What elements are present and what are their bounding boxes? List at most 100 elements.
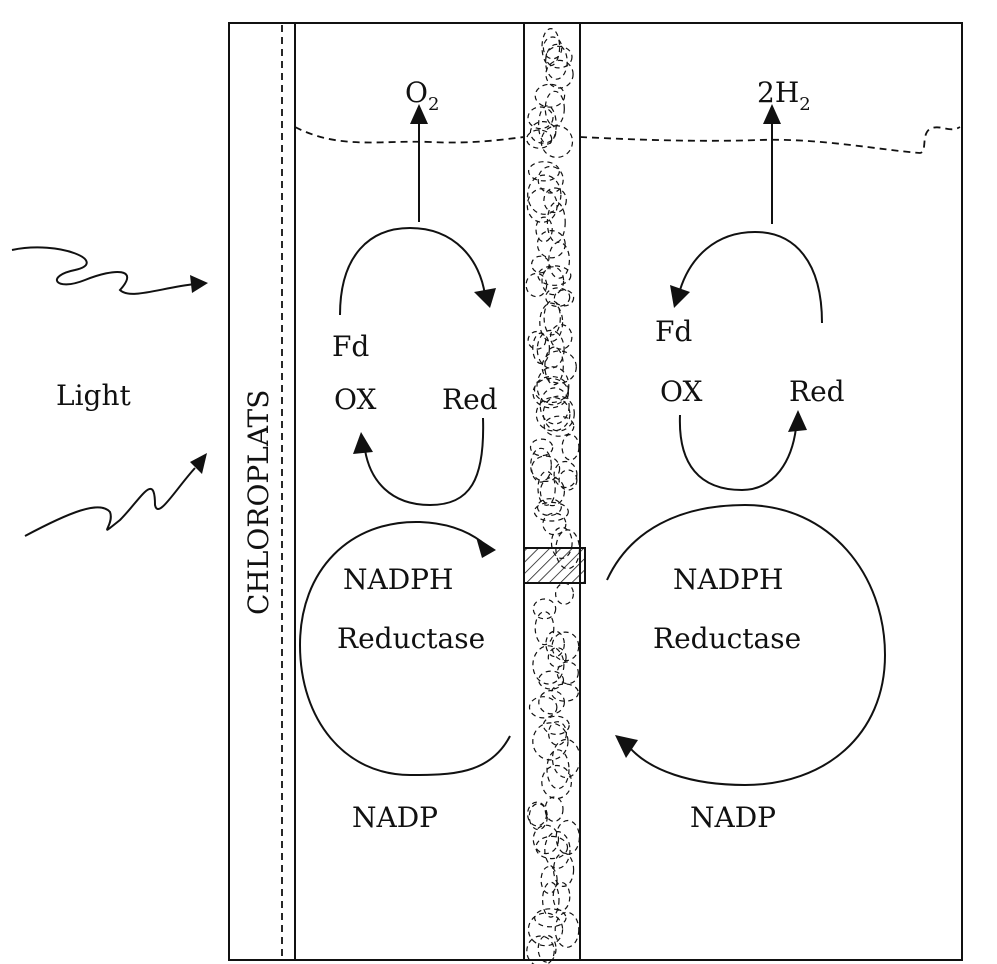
left-fd-lower-arc bbox=[364, 417, 485, 507]
dashed-cell bbox=[537, 165, 564, 194]
dashed-cell bbox=[541, 881, 560, 918]
right-fd-label: Fd bbox=[655, 315, 692, 348]
dashed-cell bbox=[527, 330, 547, 350]
o2-arrowhead bbox=[410, 104, 428, 124]
dashed-cell bbox=[533, 908, 567, 928]
dashed-cell bbox=[545, 45, 573, 69]
dashed-cell bbox=[541, 27, 561, 67]
dashed-cell bbox=[534, 611, 555, 646]
dashed-cell bbox=[538, 670, 565, 690]
dashed-cell bbox=[552, 881, 571, 912]
dashed-cell bbox=[536, 498, 562, 517]
dashed-cell bbox=[552, 852, 575, 888]
dashed-cell bbox=[539, 387, 570, 425]
dashed-cell bbox=[544, 830, 571, 869]
o2-label: O2 bbox=[405, 76, 439, 115]
dashed-cell bbox=[528, 696, 558, 719]
chloroplats-label: CHLOROPLATS bbox=[242, 390, 275, 615]
outer-frame bbox=[228, 22, 963, 961]
dashed-cell bbox=[547, 647, 567, 668]
right-nadph-label: NADPH bbox=[673, 563, 783, 596]
o2-main: O bbox=[405, 76, 428, 109]
right-red-label: Red bbox=[789, 375, 845, 408]
light-ray-lower bbox=[24, 467, 196, 537]
dashed-cell bbox=[554, 582, 574, 605]
dashed-cell bbox=[532, 722, 569, 761]
dashed-cell bbox=[527, 174, 562, 215]
dashed-cell bbox=[546, 749, 570, 790]
dashed-cell bbox=[536, 366, 570, 406]
surface-line-right bbox=[579, 126, 961, 154]
left-fd-upper-arrowhead bbox=[474, 288, 496, 308]
dashed-cell bbox=[539, 476, 566, 507]
dashed-cell bbox=[540, 865, 558, 894]
dashed-cell bbox=[536, 229, 566, 259]
dashed-cell bbox=[527, 912, 564, 947]
left-fd-lower-arrowhead bbox=[353, 432, 373, 454]
h2-main: 2H bbox=[757, 76, 799, 109]
dashed-cell bbox=[545, 287, 571, 308]
dashed-cell bbox=[545, 59, 574, 89]
dashed-cell bbox=[525, 272, 548, 298]
dashed-cell bbox=[537, 934, 557, 963]
dashed-cell bbox=[527, 106, 554, 130]
dashed-cell bbox=[536, 329, 565, 369]
dashed-cell bbox=[551, 631, 580, 662]
dashed-cell bbox=[541, 764, 572, 800]
membrane-channel bbox=[523, 547, 586, 584]
dashed-cell bbox=[542, 512, 567, 536]
right-nadp-label: NADP bbox=[690, 801, 776, 834]
dashed-cell bbox=[533, 375, 569, 404]
dashed-cell bbox=[538, 689, 565, 715]
right-nadph-arrowhead bbox=[615, 735, 638, 758]
dashed-cell bbox=[551, 738, 581, 779]
light-label: Light bbox=[56, 379, 132, 412]
left-nadp-label: NADP bbox=[352, 801, 438, 834]
dashed-cell bbox=[541, 350, 577, 384]
dashed-cell bbox=[532, 824, 560, 855]
dashed-cell bbox=[542, 36, 563, 60]
dashed-cell bbox=[530, 455, 561, 482]
dashed-cell bbox=[543, 300, 561, 336]
left-fd-label: Fd bbox=[332, 330, 369, 363]
left-nadph-label: NADPH bbox=[343, 563, 453, 596]
dashed-cell bbox=[527, 161, 560, 182]
left-ox-label: OX bbox=[334, 383, 376, 416]
dashed-cell bbox=[543, 187, 567, 214]
dashed-cell bbox=[558, 469, 578, 491]
dashed-cell bbox=[553, 460, 578, 489]
dashed-cell bbox=[532, 598, 557, 620]
dashed-cell bbox=[544, 346, 564, 386]
central-column-dashed-cells bbox=[525, 27, 581, 964]
right-fd-upper-arrowhead bbox=[670, 285, 690, 308]
dashed-cell bbox=[545, 630, 565, 658]
dashed-cell bbox=[534, 83, 566, 108]
dashed-cell bbox=[546, 201, 566, 243]
dashed-cell bbox=[541, 266, 565, 296]
dashed-cell bbox=[544, 796, 564, 822]
dashed-cell bbox=[542, 715, 570, 736]
dashed-cell bbox=[529, 120, 557, 144]
dashed-cell bbox=[529, 438, 554, 457]
dashed-cell bbox=[556, 661, 579, 685]
dashed-cell bbox=[537, 265, 572, 286]
light-ray-upper bbox=[11, 246, 196, 295]
dashed-cell bbox=[538, 105, 557, 145]
dashed-cell bbox=[537, 470, 556, 506]
dashed-cell bbox=[532, 645, 565, 685]
dashed-cell bbox=[539, 302, 564, 343]
dashed-cell bbox=[535, 835, 569, 860]
h2-label: 2H2 bbox=[757, 76, 811, 115]
left-fd-upper-arc bbox=[339, 226, 486, 316]
dashed-cell bbox=[530, 447, 552, 483]
dashed-cell bbox=[547, 721, 567, 746]
surface-line-left bbox=[294, 126, 525, 144]
dashed-cell bbox=[531, 255, 550, 274]
dashed-cell bbox=[553, 289, 575, 307]
dashed-cell bbox=[533, 501, 569, 522]
left-nadph-circle bbox=[298, 520, 511, 777]
right-fd-upper-arc bbox=[679, 230, 823, 324]
dashed-cell bbox=[535, 396, 571, 432]
dashed-cell bbox=[526, 129, 553, 149]
